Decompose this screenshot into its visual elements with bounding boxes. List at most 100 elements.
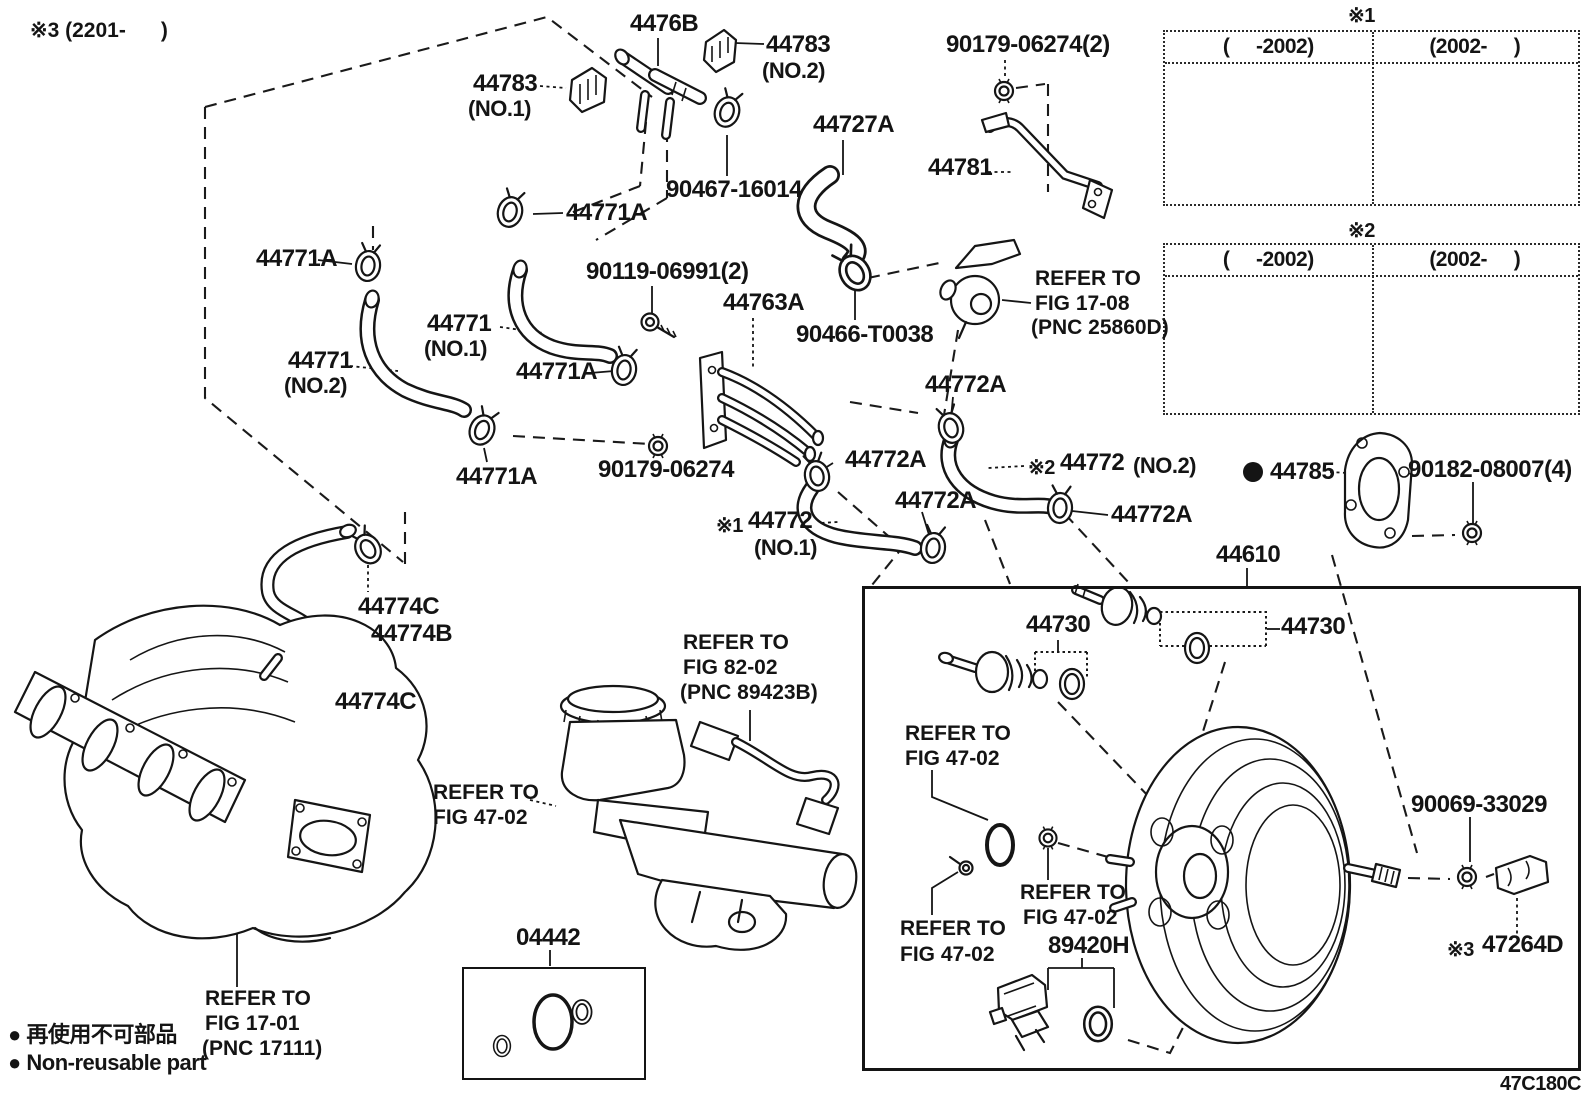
part-label-44783-no2: 44783 xyxy=(766,31,831,58)
connector-44783-no1-drawing xyxy=(568,66,608,114)
table2-col2-header: (2002- ) xyxy=(1429,248,1521,271)
part-label-44727a: 44727A xyxy=(813,111,895,138)
intake-manifold-drawing xyxy=(13,604,437,943)
refer-note-1701-line3: (PNC 17111) xyxy=(202,1037,323,1060)
part-label-44772a-4: 44772A xyxy=(1111,501,1193,528)
part-label-90182-08007: 90182-08007(4) xyxy=(1408,456,1572,483)
variant-mark-1: ※1 xyxy=(716,515,743,537)
part-label-44772a-1: 44772A xyxy=(925,371,1007,398)
nut-90179-06274-icon xyxy=(993,77,1015,105)
part-label-44771a-1: 44771A xyxy=(566,199,648,226)
nut-90179-06274-icon xyxy=(647,432,669,460)
refer-note-4702c-line1: REFER TO xyxy=(1020,881,1126,904)
vacuum-valve-25860d-drawing xyxy=(939,238,1022,340)
refer-note-8202-line1: REFER TO xyxy=(683,631,789,654)
small-stud-icon xyxy=(948,855,974,876)
check-valve-44730-left-drawing xyxy=(938,650,1049,694)
part-sublabel-no2: (NO.2) xyxy=(762,58,826,83)
part-sublabel-no1: (NO.1) xyxy=(468,96,532,121)
refer-note-4702d-line2: FIG 47-02 xyxy=(900,943,995,966)
part-label-90119-06991: 90119-06991(2) xyxy=(586,258,749,285)
table1-title: ※1 xyxy=(1348,5,1375,27)
dashed-construction-lines xyxy=(203,15,1495,1055)
vacuum-valve-89420h-drawing xyxy=(988,973,1050,1052)
refer-note-8202-line3: (PNC 89423B) xyxy=(680,681,818,704)
bolt-90119-06991-icon xyxy=(640,312,677,339)
variant-mark-2: ※2 xyxy=(1028,457,1055,479)
brake-booster-drawing xyxy=(1105,725,1402,1045)
part-label-44771-no1: 44771 xyxy=(427,310,492,337)
table1-col2-header: (2002- ) xyxy=(1429,35,1521,58)
refer-note-1708-line2: FIG 17-08 xyxy=(1035,292,1130,315)
part-sublabel-44772-no1: (NO.1) xyxy=(754,535,818,560)
non-reusable-bullet-44785 xyxy=(1243,462,1263,482)
part-label-44783-no1: 44783 xyxy=(473,70,538,97)
table1-divider xyxy=(1371,32,1374,204)
part-label-89420h: 89420H xyxy=(1048,932,1130,959)
seal-kit-box-04442 xyxy=(462,967,646,1080)
refer-note-4702c-line2: FIG 47-02 xyxy=(1023,906,1118,929)
part-label-90179-06274-2: 90179-06274(2) xyxy=(946,31,1110,58)
seal-kit-04442-contents xyxy=(492,993,593,1058)
refer-note-4702a-line2: FIG 47-02 xyxy=(905,747,1000,770)
refer-note-4702b-line1: REFER TO xyxy=(433,781,539,804)
master-cylinder-drawing xyxy=(559,684,858,951)
part-label-44771a-2: 44771A xyxy=(256,245,338,272)
variant-mark-3: ※3 xyxy=(1447,939,1474,961)
legend-non-reusable-en: ● Non-reusable part xyxy=(8,1050,207,1075)
variant-table-2: ( -2002) (2002- ) xyxy=(1163,243,1580,415)
part-label-44730-1: 44730 xyxy=(1026,611,1091,638)
refer-note-4702d-line1: REFER TO xyxy=(900,917,1006,940)
gasket-44785-drawing xyxy=(1343,431,1414,549)
refer-note-4702a-line1: REFER TO xyxy=(905,722,1011,745)
refer-note-1701-line1: REFER TO xyxy=(205,987,311,1010)
table1-col1-header: ( -2002) xyxy=(1222,35,1314,58)
part-label-90466-t0038: 90466-T0038 xyxy=(796,321,934,348)
part-label-44730-2: 44730 xyxy=(1281,613,1346,640)
hose-clamp-icon xyxy=(709,86,747,132)
refer-note-1701-line2: FIG 17-01 xyxy=(205,1012,300,1035)
connector-44783-no2-drawing xyxy=(702,28,738,74)
table2-divider xyxy=(1371,245,1374,413)
part-label-90467-16014: 90467-16014 xyxy=(666,176,802,203)
part-label-47264d: 47264D xyxy=(1482,931,1564,958)
part-label-04442: 04442 xyxy=(516,924,581,951)
hose-44774b-drawing xyxy=(267,523,357,671)
part-label-44774c-2: 44774C xyxy=(335,688,417,715)
variant-table-1: ( -2002) (2002- ) xyxy=(1163,30,1580,206)
diagram-code: 47C180C xyxy=(1500,1073,1582,1095)
nut-90182-08007-icon xyxy=(1461,519,1483,547)
part-label-44781: 44781 xyxy=(928,154,993,181)
booster-detail-box-44610 xyxy=(862,586,1581,1071)
part-sublabel-44772-no2: (NO.2) xyxy=(1133,453,1197,478)
hose-44771-no1-drawing xyxy=(512,259,610,356)
table2-col1-header: ( -2002) xyxy=(1222,248,1314,271)
part-label-44774b: 44774B xyxy=(371,620,453,647)
part-label-44785: 44785 xyxy=(1270,458,1335,485)
part-label-44763a: 44763A xyxy=(723,289,805,316)
part-label-44771-no2: 44771 xyxy=(288,347,353,374)
part-label-4476b: 4476B xyxy=(630,10,699,37)
legend-non-reusable-jp: ● 再使用不可部品 xyxy=(8,1022,177,1047)
part-label-44772a-3: 44772A xyxy=(895,487,977,514)
part-label-44771a-3: 44771A xyxy=(516,358,598,385)
part-label-44772a-2: 44772A xyxy=(845,446,927,473)
part-label-44610: 44610 xyxy=(1216,541,1281,568)
o-ring-icon xyxy=(985,823,1015,867)
refer-note-1708-line1: REFER TO xyxy=(1035,267,1141,290)
refer-note-4702b-line2: FIG 47-02 xyxy=(433,806,528,829)
pipe-assembly-44763a-drawing xyxy=(698,350,825,467)
tee-fitting-4476b-drawing xyxy=(614,48,856,262)
part-label-44772-no2: 44772 xyxy=(1060,449,1125,476)
part-label-90179-06274: 90179-06274 xyxy=(598,456,734,483)
table2-title: ※2 xyxy=(1348,220,1375,242)
clip-47264d-drawing xyxy=(1494,854,1550,896)
part-label-44774c-1: 44774C xyxy=(358,593,440,620)
hose-44771-no2-drawing xyxy=(364,289,464,410)
top-left-note: ※3 (2201- ) xyxy=(30,19,168,42)
part-label-90069-33029: 90069-33029 xyxy=(1411,791,1547,818)
refer-note-1708-line3: (PNC 25860D) xyxy=(1031,316,1169,339)
bracket-44781-drawing xyxy=(980,111,1114,220)
